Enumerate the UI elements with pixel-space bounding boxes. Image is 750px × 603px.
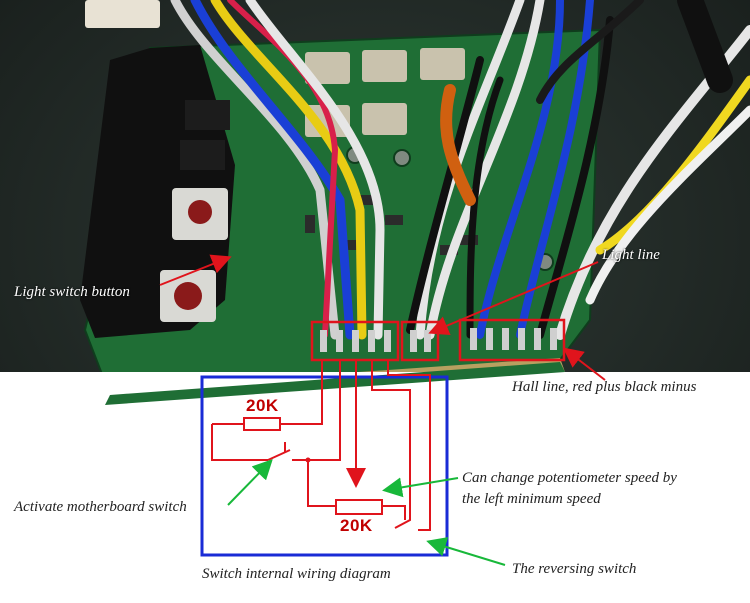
resistor-label-bottom: 20K	[340, 516, 373, 535]
label-wiring-diagram: Switch internal wiring diagram	[202, 566, 391, 582]
resistor-label-top: 20K	[246, 396, 279, 415]
label-reversing-switch: The reversing switch	[512, 561, 637, 577]
wire-bundle	[170, 0, 750, 340]
wiring-circuit	[211, 360, 431, 531]
diagram-panel	[0, 372, 750, 598]
arrow-reversing	[426, 537, 506, 566]
label-light-switch-button: Light switch button	[14, 284, 130, 300]
pins	[320, 328, 557, 352]
label-hall-line: Hall line, red plus black minus	[512, 379, 697, 395]
label-potentiometer-line2: the left minimum speed	[462, 491, 601, 507]
arrow-potentiometer	[382, 477, 459, 498]
top-connector	[85, 0, 160, 28]
connector-block	[80, 45, 235, 338]
tactile-button-top	[172, 188, 228, 240]
arrow-hall-line	[562, 347, 606, 381]
arrow-to-button	[159, 254, 232, 286]
arrow-light-line	[428, 261, 599, 335]
tactile-button-bottom	[160, 270, 216, 322]
arrow-activate	[227, 459, 273, 506]
label-activate-switch: Activate motherboard switch	[14, 499, 187, 515]
label-potentiometer-line1: Can change potentiometer speed by	[462, 470, 677, 486]
wiring-diagram-frame	[200, 375, 449, 557]
label-light-line: Light line	[602, 247, 660, 263]
